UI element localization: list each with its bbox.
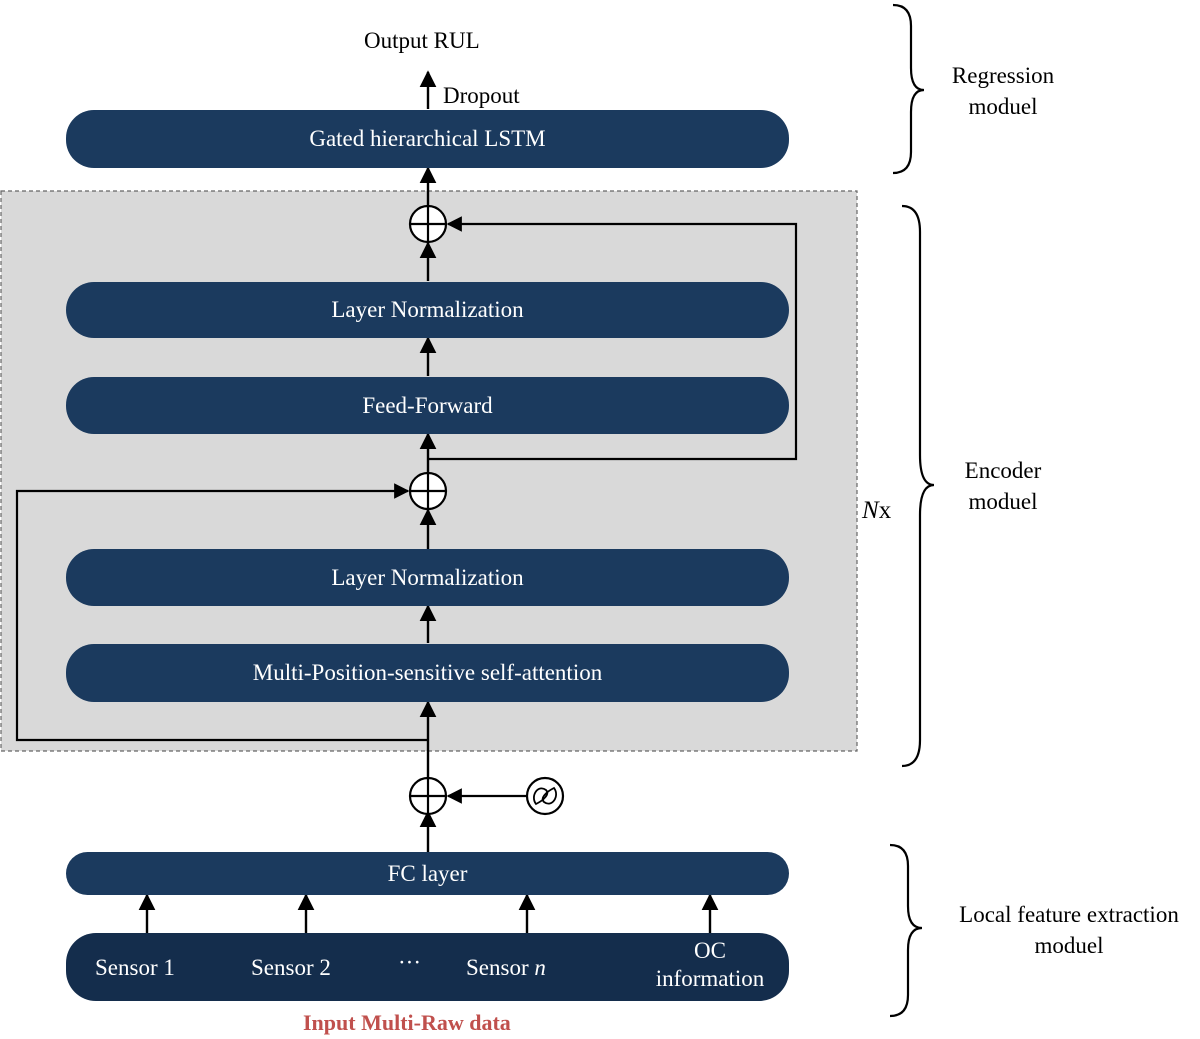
circle-plus-icon <box>408 776 448 816</box>
regression-module-label: Regression moduel <box>928 60 1078 122</box>
fc-layer-label: FC layer <box>387 860 468 886</box>
oc-information-label: OC information <box>640 937 780 993</box>
local-line-1: Local feature extraction <box>959 902 1179 927</box>
layer-norm-bottom-block: Layer Normalization <box>66 549 789 606</box>
sensor-1-label: Sensor 1 <box>95 955 175 980</box>
encoder-module-label: Encoder moduel <box>928 455 1078 517</box>
feed-forward-block: Feed-Forward <box>66 377 789 434</box>
oc-line-2: information <box>655 966 765 991</box>
encoder-line-2: moduel <box>968 489 1038 514</box>
output-label: Output RUL <box>364 28 480 53</box>
regression-brace <box>892 3 925 175</box>
local-feature-brace <box>889 843 923 1018</box>
sensor-n-prefix: Sensor <box>466 955 535 980</box>
repeat-label: Nx <box>862 497 891 525</box>
feed-forward-label: Feed-Forward <box>362 392 493 418</box>
sensor-2-label: Sensor 2 <box>251 955 331 980</box>
input-caption: Input Multi-Raw data <box>303 1010 511 1035</box>
ellipsis-label: ··· <box>398 950 421 975</box>
repeat-suffix: x <box>878 497 892 524</box>
oc-line-1: OC <box>694 938 726 963</box>
sensor-n-label: Sensor n <box>466 955 546 981</box>
lstm-block: Gated hierarchical LSTM <box>66 110 789 168</box>
positional-encoding-icon <box>525 776 565 816</box>
lstm-label: Gated hierarchical LSTM <box>309 126 546 151</box>
layer-norm-bottom-label: Layer Normalization <box>331 564 524 590</box>
regression-line-1: Regression <box>951 63 1055 88</box>
circle-plus-icon <box>408 471 448 511</box>
residual-connection-1 <box>15 483 428 742</box>
local-feature-module-label: Local feature extraction moduel <box>940 899 1198 961</box>
repeat-variable: N <box>862 497 879 524</box>
encoder-line-1: Encoder <box>964 458 1042 483</box>
sensor-n-variable: n <box>534 955 546 980</box>
local-line-2: moduel <box>1034 933 1104 958</box>
layer-norm-top-block: Layer Normalization <box>66 282 789 338</box>
dropout-label: Dropout <box>443 83 520 108</box>
attention-label: Multi-Position-sensitive self-attention <box>252 660 603 685</box>
input-block <box>66 933 789 1001</box>
layer-norm-top-label: Layer Normalization <box>331 297 524 322</box>
encoder-brace <box>901 204 935 768</box>
residual-connection-2 <box>428 216 798 461</box>
circle-plus-icon <box>408 204 448 244</box>
fc-layer-block: FC layer <box>66 852 789 895</box>
regression-line-2: moduel <box>968 94 1038 119</box>
attention-block: Multi-Position-sensitive self-attention <box>66 644 789 702</box>
